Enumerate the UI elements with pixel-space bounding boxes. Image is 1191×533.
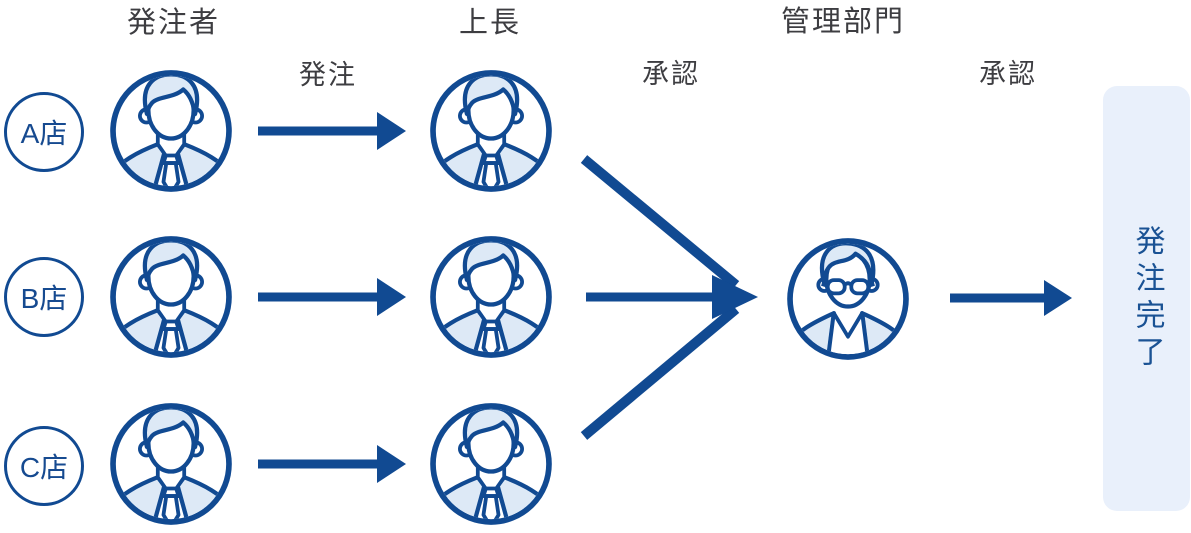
column-header-orderer: 発注者 [127, 7, 221, 39]
order-complete-box: 発注完了 [1103, 86, 1190, 511]
edge-label-order: 発注 [299, 60, 357, 90]
edge-label-approve-1: 承認 [642, 59, 700, 89]
store-badge-c: C店 [4, 426, 84, 506]
final-approval-arrow [950, 280, 1072, 316]
order-complete-label: 発注完了 [1130, 224, 1164, 373]
column-header-supervisor: 上長 [459, 7, 522, 39]
store-badge-a: A店 [4, 92, 84, 172]
store-badge-b: B店 [4, 257, 84, 337]
order-arrow-b [258, 278, 406, 316]
approval-converge-arrow [580, 155, 758, 440]
order-arrow-c [258, 445, 406, 483]
edge-label-approve-2: 承認 [979, 59, 1037, 89]
column-header-management: 管理部門 [781, 6, 906, 38]
order-arrow-a [258, 112, 406, 150]
